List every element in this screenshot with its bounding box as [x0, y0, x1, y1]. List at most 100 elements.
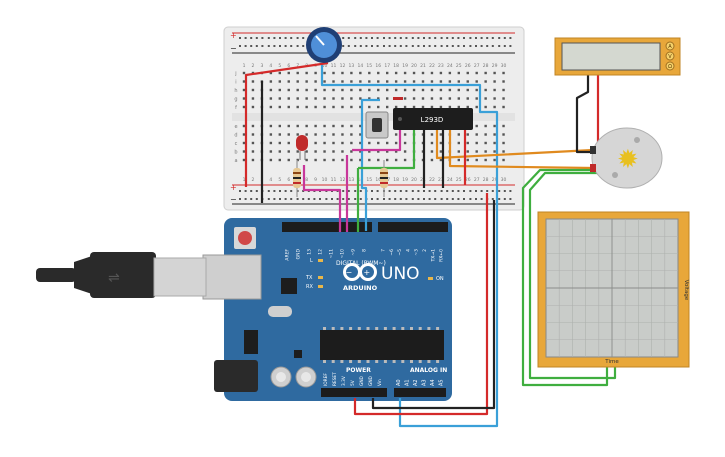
row-letter: c: [235, 141, 238, 147]
wire-meter-black[interactable]: [575, 75, 592, 154]
wire-scope-green-1[interactable]: [521, 168, 609, 387]
atmega-chip: [320, 330, 444, 360]
column-number: 12: [340, 177, 346, 183]
red-led[interactable]: [296, 135, 308, 160]
column-number: 23: [438, 63, 444, 69]
rail-plus-top: +: [230, 31, 237, 40]
digital-pin-label: 4: [405, 249, 411, 252]
meter-mode-label: A: [668, 44, 672, 50]
led-l: [318, 259, 323, 262]
power-pin-label: GND: [368, 375, 374, 386]
column-number: 11: [331, 177, 337, 183]
digital-pin-label: 13: [307, 249, 313, 255]
led-rx-label: RX: [306, 284, 313, 290]
power-header[interactable]: [321, 388, 387, 397]
meter-mode-label: V: [668, 54, 672, 60]
column-number: 22: [429, 177, 435, 183]
time-label: Time: [604, 359, 619, 365]
column-number: 2: [252, 63, 255, 69]
column-number: 5: [278, 63, 281, 69]
led-tx: [318, 276, 323, 279]
analog-pin-label: A3: [422, 379, 428, 386]
l293d-chip[interactable]: L293D: [393, 97, 473, 130]
meter-mode-button[interactable]: [665, 51, 675, 61]
row-letter: e: [234, 124, 237, 130]
led-on: [428, 277, 433, 280]
column-number: 11: [331, 63, 337, 69]
wire-blue-a0[interactable]: [320, 65, 499, 428]
wire-orange-1[interactable]: [435, 130, 594, 160]
column-number: 4: [269, 63, 272, 69]
rail-plus-bottom: +: [230, 183, 237, 192]
column-number: 29: [492, 177, 498, 183]
column-number: 12: [340, 63, 346, 69]
power-jack[interactable]: [214, 360, 258, 392]
column-number: 6: [287, 177, 290, 183]
column-number: 22: [429, 63, 435, 69]
wire-blue-button[interactable]: [360, 98, 380, 231]
wire-red-5v[interactable]: [353, 193, 489, 416]
row-letter: g: [234, 97, 237, 103]
row-letter: j: [234, 71, 236, 77]
wire-magenta-3[interactable]: [352, 128, 402, 152]
column-number: 15: [366, 177, 372, 183]
analog-header[interactable]: [394, 388, 446, 397]
analog-pin-label: A5: [439, 379, 445, 386]
resistor-2[interactable]: [380, 160, 388, 197]
digital-pin-label: ~5: [397, 249, 403, 256]
row-letter: h: [234, 88, 237, 94]
power-pin-label: 3.3V: [341, 376, 347, 386]
digital-pin-label: ~6: [389, 249, 395, 256]
potentiometer[interactable]: [306, 27, 342, 63]
meter-mode-label: Ω: [668, 64, 672, 70]
column-number: 16: [375, 63, 381, 69]
led-rx: [318, 285, 323, 288]
usb-port[interactable]: [202, 254, 262, 300]
column-number: 9: [314, 177, 317, 183]
power-pin-label: GND: [359, 375, 365, 386]
chip-label: L293D: [421, 116, 444, 124]
row-letter: i: [235, 80, 236, 86]
led-on-label: ON: [436, 276, 444, 282]
column-number: 28: [483, 63, 489, 69]
meter-mode-button[interactable]: [665, 61, 675, 71]
oscilloscope[interactable]: Time Voltage: [537, 211, 690, 368]
svg-text:+: +: [364, 268, 371, 277]
column-number: 10: [322, 63, 328, 69]
pushbutton[interactable]: [365, 111, 389, 139]
wire-black-gnd[interactable]: [371, 200, 496, 410]
usb-cable[interactable]: ⇌: [36, 252, 207, 298]
digital-header-right[interactable]: [378, 222, 448, 232]
oscilloscope-grid: [546, 219, 678, 357]
meter-mode-button[interactable]: [665, 41, 675, 51]
column-number: 8: [305, 177, 308, 183]
wire-red-pot[interactable]: [244, 61, 329, 187]
column-number: 3: [260, 63, 263, 69]
wires[interactable]: [244, 61, 617, 428]
multimeter[interactable]: AVΩ: [554, 37, 681, 76]
wire-magenta-1[interactable]: [302, 165, 342, 232]
power-pin-label: 5V: [350, 380, 356, 386]
column-number: 14: [357, 177, 363, 183]
digital-header-left[interactable]: [282, 222, 372, 232]
voltage-regulator: [244, 330, 258, 354]
reset-button[interactable]: [238, 231, 252, 245]
dc-motor[interactable]: ✹: [590, 127, 663, 189]
analog-pin-label: A4: [430, 379, 436, 386]
wire-scope-green-2[interactable]: [528, 171, 617, 380]
column-number: 15: [366, 63, 372, 69]
column-number: 25: [456, 63, 462, 69]
column-number: 29: [492, 63, 498, 69]
resistor-1[interactable]: [293, 160, 301, 197]
svg-text:−: −: [346, 268, 353, 277]
digital-pin-label: ~3: [414, 249, 420, 256]
column-number: 26: [465, 63, 471, 69]
power-pin-label: RESET: [332, 372, 338, 386]
column-number: 6: [287, 63, 290, 69]
analog-pin-label: A0: [396, 379, 402, 386]
wire-green-2[interactable]: [358, 128, 416, 170]
wire-orange-2[interactable]: [448, 130, 594, 170]
